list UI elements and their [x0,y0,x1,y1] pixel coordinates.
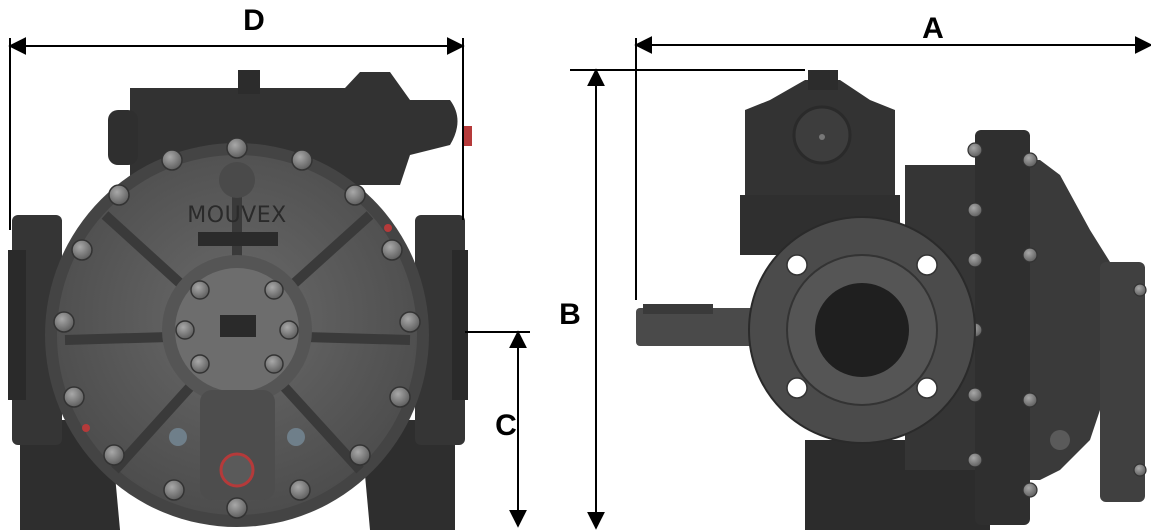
dimension-d-label: D [243,4,265,37]
side-view [636,70,1147,530]
drive-shaft [636,308,781,346]
red-plug [462,126,472,146]
dimension-lines [8,36,1151,530]
brand-logo: MOUVEX [187,203,286,228]
side-cover-flange [975,130,1030,525]
dimension-b-label: B [559,298,581,331]
dimension-a-label: A [922,12,944,45]
drain-plug [219,452,255,488]
dimension-c-label: C [495,409,517,442]
inlet-port [815,283,909,377]
hub-bolts [175,280,299,374]
front-view: MOUVEX [8,70,472,530]
rim-bolts [53,137,421,519]
